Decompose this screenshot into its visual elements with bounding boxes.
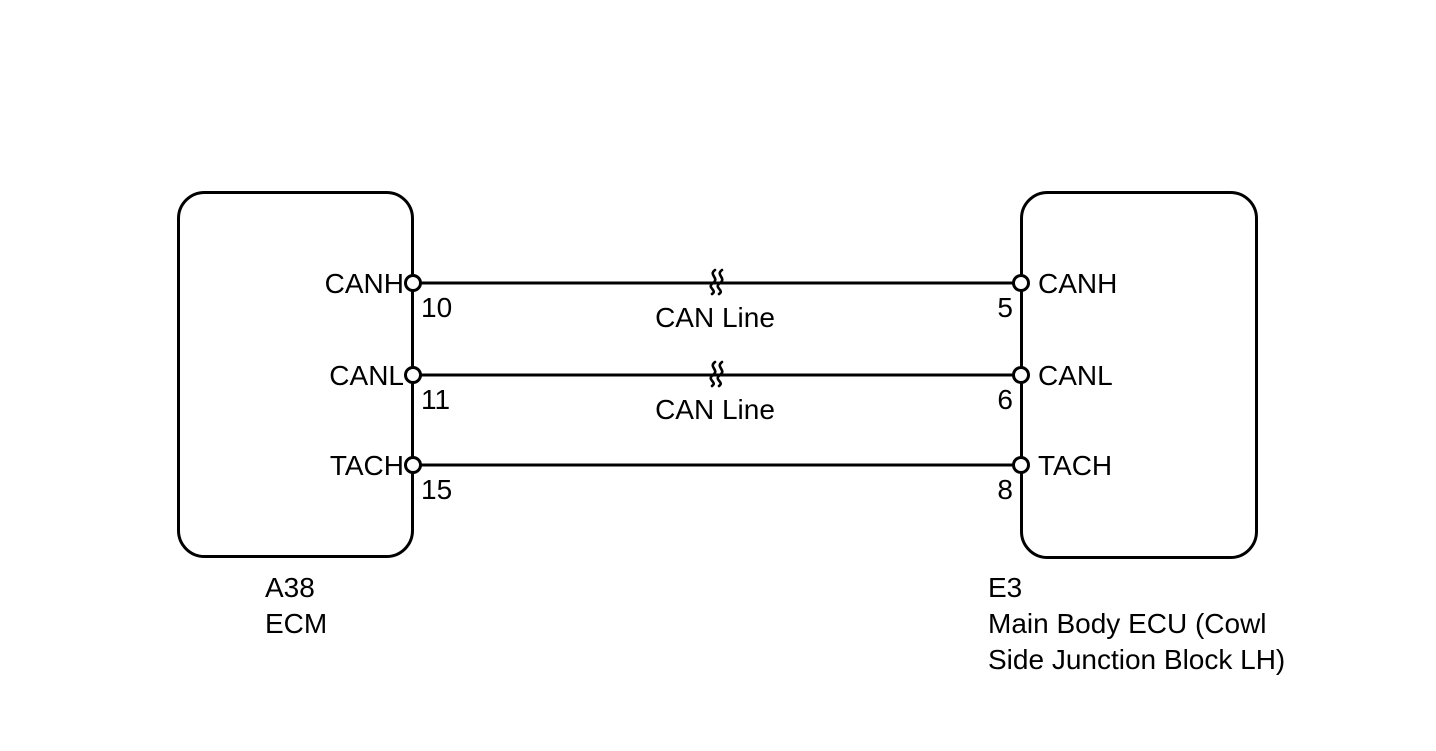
connector-name-left: ECM [265, 608, 328, 639]
wire-label-canl: CAN Line [655, 394, 775, 425]
pin-number-right-canh: 5 [997, 292, 1013, 323]
pin-label-left-canl: CANL [329, 360, 404, 391]
pin-label-right-canh: CANH [1038, 268, 1118, 299]
wire-break-icon [709, 268, 724, 296]
pin-terminal-right-canl [1012, 366, 1030, 384]
pin-label-left-canh: CANH [324, 268, 404, 299]
pin-number-left-canl: 11 [421, 384, 451, 415]
pin-terminal-right-tach [1012, 456, 1030, 474]
pin-terminal-right-canh [1012, 274, 1030, 292]
connector-id-left: A38 [265, 572, 315, 603]
pin-terminal-left-canh [404, 274, 422, 292]
pin-terminal-left-canl [404, 366, 422, 384]
pin-terminal-left-tach [404, 456, 422, 474]
pin-label-right-tach: TACH [1038, 450, 1113, 481]
pin-label-left-tach: TACH [329, 450, 404, 481]
pin-label-right-canl: CANL [1038, 360, 1113, 391]
connector-name-right: Main Body ECU (Cowl Side Junction Block … [988, 608, 1286, 675]
pin-number-left-tach: 15 [421, 474, 453, 505]
wire-break-icon [709, 360, 724, 388]
pin-number-right-canl: 6 [997, 384, 1013, 415]
pin-number-right-tach: 8 [997, 474, 1013, 505]
wire-label-canh: CAN Line [655, 302, 775, 333]
connector-caption-left: A38 ECM [265, 570, 525, 642]
pin-number-left-canh: 10 [421, 292, 453, 323]
connector-id-right: E3 [988, 572, 1023, 603]
connector-caption-right: E3 Main Body ECU (Cowl Side Junction Blo… [988, 570, 1308, 678]
